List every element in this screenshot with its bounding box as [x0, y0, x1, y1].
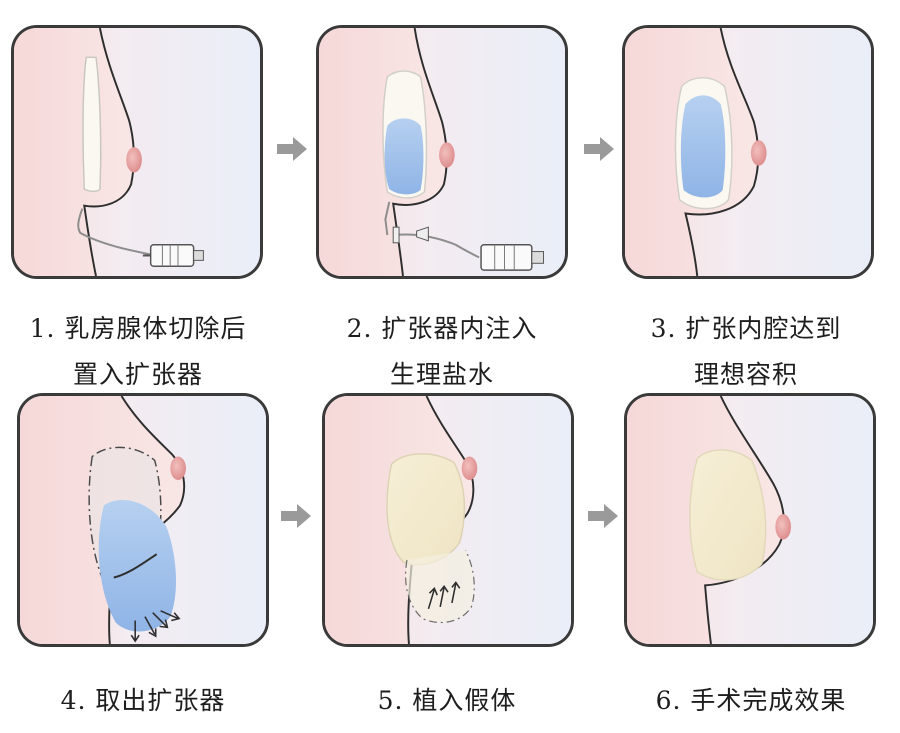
nipple [170, 456, 186, 480]
illustration-step-5 [325, 396, 571, 644]
panel-step-3 [622, 25, 874, 279]
panel-step-2 [316, 25, 568, 279]
flow-arrow-icon [281, 504, 311, 528]
illustration-step-1 [14, 28, 260, 276]
valve-icon [416, 226, 429, 242]
step-2-caption-line2: 生理盐水 [389, 360, 494, 389]
step-3-caption-line2: 理想容积 [693, 360, 798, 389]
removal-arrows-icon [130, 610, 181, 643]
insertion-arrows-icon [427, 581, 461, 610]
panel-step-4 [17, 393, 269, 647]
flow-arrow-icon [277, 137, 307, 161]
panel-step-6 [624, 393, 876, 647]
step-2-caption: 2. 扩张器内注入 [346, 314, 538, 343]
nipple [775, 514, 791, 540]
panel-step-5 [322, 393, 574, 647]
implant-final [689, 449, 767, 581]
implant [386, 453, 466, 566]
nipple [750, 140, 767, 166]
nipple [126, 147, 142, 173]
illustration-step-2 [319, 28, 565, 276]
panel-step-1 [11, 25, 263, 279]
flow-arrow-icon [588, 504, 618, 528]
step-1-caption-line2: 置入扩张器 [72, 360, 203, 389]
expander-filling [384, 118, 424, 195]
step-3-caption: 3. 扩张内腔达到 [650, 314, 842, 343]
illustration-step-6 [627, 396, 873, 644]
illustration-step-4 [20, 396, 266, 644]
expander-deflated [82, 56, 102, 193]
flow-arrow-icon [584, 137, 614, 161]
expander-full [680, 95, 726, 198]
step-6-caption: 6. 手术完成效果 [655, 686, 847, 715]
nipple [439, 142, 455, 168]
syringe-icon [149, 244, 195, 267]
illustration-step-3 [625, 28, 871, 276]
step-1-caption: 1. 乳房腺体切除后 [29, 314, 247, 343]
nipple [461, 456, 478, 480]
step-5-caption: 5. 植入假体 [377, 686, 517, 715]
step-4-caption: 4. 取出扩张器 [60, 686, 226, 715]
syringe-icon [480, 244, 533, 271]
